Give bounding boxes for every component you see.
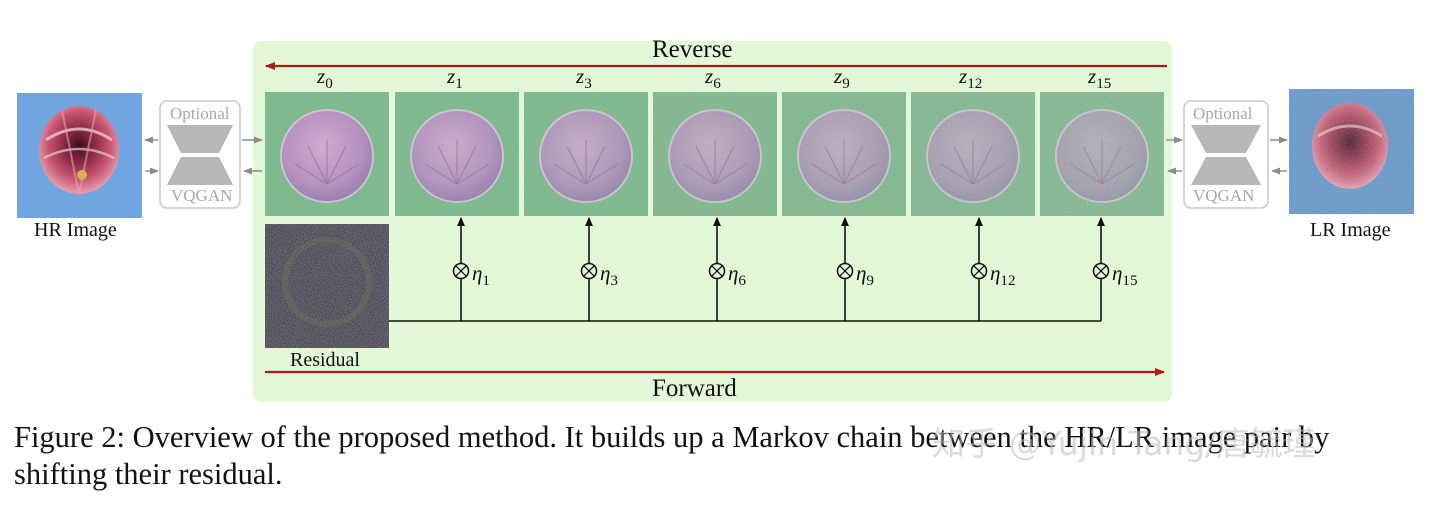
vqgan-right <box>1183 100 1269 209</box>
eta-sub: 3 <box>610 272 618 289</box>
eta-var: η <box>600 261 611 285</box>
vqgan-left <box>159 100 241 209</box>
latent-label-2: z3 <box>576 64 592 93</box>
hr-image <box>17 93 142 218</box>
eta-node-3 <box>836 217 854 321</box>
latent-var: z <box>317 64 326 88</box>
latent-sub: 3 <box>584 75 592 92</box>
watermark: 知乎 @Yujin Tang/唐毓瑾 <box>932 424 1316 463</box>
latent-sub: 1 <box>455 75 463 92</box>
eta-var: η <box>728 261 739 285</box>
lr-label: LR Image <box>1310 219 1391 241</box>
latent-label-4: z9 <box>834 64 850 93</box>
reverse-label: Reverse <box>652 36 733 63</box>
eta-sub: 1 <box>482 272 490 289</box>
eta-sub: 9 <box>866 272 874 289</box>
latent-sub: 0 <box>325 75 333 92</box>
latent-tile-2 <box>524 92 648 216</box>
eta-node-0 <box>452 217 470 321</box>
eta-label-5: η15 <box>1112 261 1138 290</box>
latent-sub: 15 <box>1096 75 1112 92</box>
latent-sub: 9 <box>842 75 850 92</box>
latent-tile-5 <box>911 92 1035 216</box>
eta-node-4 <box>970 217 988 321</box>
residual-label: Residual <box>290 349 360 371</box>
latent-var: z <box>576 64 585 88</box>
latent-label-3: z6 <box>705 64 721 93</box>
latent-var: z <box>705 64 714 88</box>
vqgan-right-arrows <box>1166 136 1288 175</box>
latent-sub: 12 <box>967 75 983 92</box>
eta-var: η <box>472 261 483 285</box>
forward-label: Forward <box>652 375 737 402</box>
latent-tiles <box>265 92 1164 216</box>
latent-tile-3 <box>653 92 777 216</box>
latent-tile-4 <box>782 92 906 216</box>
latent-var: z <box>1088 64 1097 88</box>
method-diagram <box>17 41 1414 402</box>
vqgan-right-optional: Optional <box>1193 104 1253 123</box>
latent-sub: 6 <box>713 75 721 92</box>
eta-label-2: η6 <box>728 261 746 290</box>
eta-label-1: η3 <box>600 261 618 290</box>
latent-tile-1 <box>395 92 519 216</box>
latent-label-1: z1 <box>447 64 463 93</box>
residual-image <box>265 224 389 348</box>
latent-label-5: z12 <box>959 64 982 93</box>
latent-var: z <box>959 64 968 88</box>
eta-sub: 6 <box>738 272 746 289</box>
vqgan-right-name: VQGAN <box>1193 186 1255 205</box>
lr-image <box>1289 89 1414 214</box>
latent-label-6: z15 <box>1088 64 1111 93</box>
vqgan-left-name: VQGAN <box>171 186 233 205</box>
eta-var: η <box>856 261 867 285</box>
eta-label-0: η1 <box>472 261 490 290</box>
eta-node-5 <box>1092 217 1110 321</box>
vqgan-left-arrows <box>144 136 263 175</box>
eta-node-2 <box>708 217 726 321</box>
eta-var: η <box>990 261 1001 285</box>
eta-sub: 15 <box>1122 272 1138 289</box>
vqgan-left-optional: Optional <box>170 104 230 123</box>
eta-sub: 12 <box>1000 272 1016 289</box>
latent-var: z <box>447 64 456 88</box>
noise-injection-nodes <box>452 217 1110 321</box>
latent-label-0: z0 <box>317 64 333 93</box>
latent-var: z <box>834 64 843 88</box>
eta-node-1 <box>580 217 598 321</box>
eta-var: η <box>1112 261 1123 285</box>
latent-tile-6 <box>1040 92 1164 216</box>
hr-label: HR Image <box>34 219 117 241</box>
latent-tile-0 <box>265 92 389 216</box>
figure-caption: Figure 2: Overview of the proposed metho… <box>14 420 1330 491</box>
eta-label-3: η9 <box>856 261 874 290</box>
eta-label-4: η12 <box>990 261 1016 290</box>
